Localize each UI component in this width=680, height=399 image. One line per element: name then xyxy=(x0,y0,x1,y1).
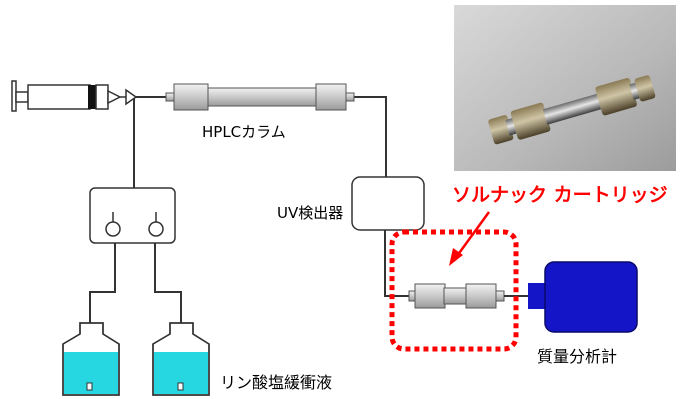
tube-column-to-detector xyxy=(352,96,387,177)
uv-detector-icon xyxy=(351,176,425,231)
cartridge-label: ソルナック カートリッジ xyxy=(452,184,668,206)
cartridge-icon xyxy=(408,283,505,309)
hplc-column-icon xyxy=(165,83,355,111)
buffer-label: リン酸塩緩衝液 xyxy=(220,373,333,392)
hplc-column-label: HPLCカラム xyxy=(202,123,286,141)
cartridge-photo xyxy=(454,5,676,171)
mass-spectrometer-icon xyxy=(528,261,638,333)
cartridge-highlight-box xyxy=(389,229,519,352)
uv-detector-label: UV検出器 xyxy=(277,204,344,222)
pointer-arrow xyxy=(449,211,491,266)
buffer-bottle-left xyxy=(62,322,120,396)
tube-detector-to-cartridge xyxy=(384,230,414,297)
pump-icon xyxy=(89,187,176,244)
mass-spectrometer-label: 質量分析計 xyxy=(537,347,618,366)
syringe-icon xyxy=(11,80,138,112)
buffer-bottle-right xyxy=(152,322,210,396)
